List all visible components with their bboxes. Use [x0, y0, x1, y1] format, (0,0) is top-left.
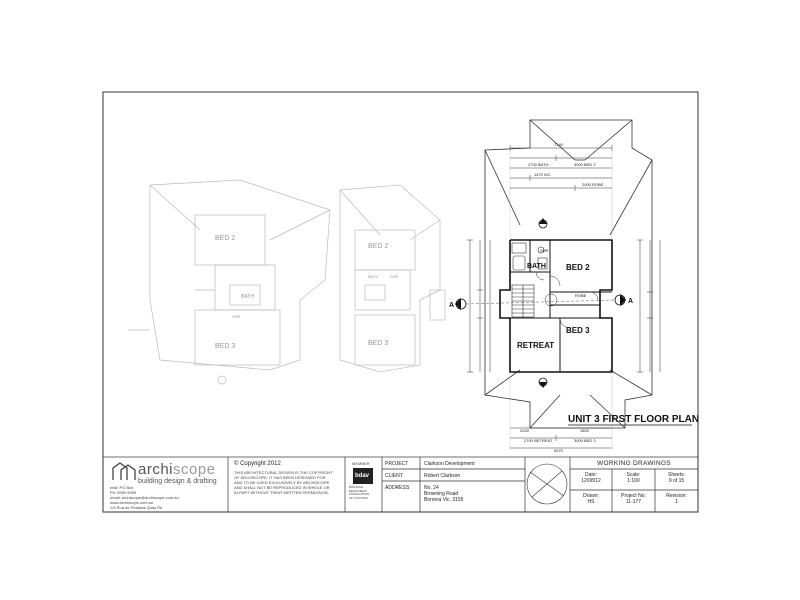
room-label-bed3: BED 3: [566, 326, 590, 335]
project-label: PROJECT: [385, 461, 409, 467]
dim-bottom-overall: 5970: [554, 448, 564, 453]
accreditation-line: ASSOCIATION: [349, 492, 370, 496]
sheets-value: 9 of 15: [668, 478, 685, 484]
drawn-cell: Drawn: HS: [570, 493, 612, 505]
ghost-room-label: SHR: [390, 274, 399, 279]
ghost-room-label: BATH: [368, 274, 378, 279]
company-contact-line: Ph: 9999 9999: [110, 490, 137, 495]
title-block-frame: [102, 456, 699, 513]
dim-bed3-width: 3000 BED 3: [574, 438, 596, 443]
client-value: Robert Clarkson: [424, 473, 461, 479]
company-contact-line: www.archiscope.com.au: [110, 500, 154, 505]
sheets-cell: Sheets: 9 of 15: [655, 472, 698, 484]
address-value: No. 24 Browning Road Boronia Vic. 3155: [424, 485, 463, 503]
room-label-retreat: RETREAT: [517, 341, 554, 350]
company-name-part-b: scope: [173, 461, 216, 478]
sheets-label: Sheets:: [668, 472, 685, 478]
section-marker-right: [614, 294, 626, 306]
dim-bath-width: 2700 BATH: [528, 162, 548, 167]
copyright-line: AND SHALL NOT BE REPRODUCED IN WHOLE OR: [234, 485, 330, 490]
drawn-value: HS: [587, 499, 595, 505]
company-tagline: building design & drafting: [138, 478, 217, 485]
ghost-room-label: BED 3: [215, 343, 235, 350]
stair: [511, 284, 535, 318]
floor-walls: [499, 239, 613, 373]
ghost-plan-left: [128, 179, 331, 385]
date-value: 12/08/12: [581, 478, 601, 484]
company-name-part-a: archi: [138, 461, 174, 478]
copyright-body: THIS ARCHITECTURAL DESIGN IS THE COPYRIG…: [234, 470, 333, 495]
section-label-right: A: [628, 298, 633, 305]
archiscope-logo-icon: [112, 462, 136, 480]
roof-outline: [484, 119, 653, 429]
address-line: No. 24: [424, 485, 439, 491]
address-line: Boronia Vic. 3155: [424, 497, 464, 503]
company-contact: mail: PO Box Ph: 9999 9999 email: archis…: [110, 485, 179, 510]
interior-walls: [510, 240, 612, 372]
project-value: Clarkson Development: [424, 461, 475, 467]
date-cell: Date: 12/08/12: [570, 472, 612, 484]
scale-value: 1:100: [627, 478, 640, 484]
project-no-cell: Project No: 11-177: [612, 493, 655, 505]
room-label-shr: SHR: [540, 248, 549, 253]
dim-wc-width: 1470 WC: [534, 172, 551, 177]
accreditation-line: BUILDING: [349, 485, 364, 489]
dimension-lines: [467, 145, 661, 450]
copyright-line: AND TO BE USED EXCLUSIVELY BY ARCHISCOPE: [234, 480, 330, 485]
revision-value: 1: [675, 499, 678, 505]
sheet-border: [102, 91, 699, 513]
address-line: Browning Road: [424, 491, 459, 497]
dim-bed2-width: 3000 BED 2: [574, 162, 596, 167]
client-label: CLIENT: [385, 473, 403, 479]
ghost-room-label: SHR: [232, 314, 241, 319]
drawing-type: WORKING DRAWINGS: [597, 460, 671, 467]
room-label-robe: ROBE: [575, 293, 587, 298]
dim-overall-top: 7140: [554, 142, 564, 147]
project-no-value: 11-177: [625, 499, 642, 505]
company-name: archiscope: [138, 461, 216, 478]
room-label-bath: BATH: [527, 263, 546, 270]
bdav-logo-icon: [353, 468, 373, 484]
drawn-label: Drawn:: [583, 493, 599, 499]
room-label-bed2: BED 2: [566, 263, 590, 272]
section-marker-left: [455, 298, 467, 310]
dim-bottom-b: 1800: [580, 428, 590, 433]
copyright-line: THIS ARCHITECTURAL DESIGN IS THE COPYRIG…: [234, 470, 333, 475]
revision-cell: Revision: 1: [655, 493, 698, 505]
accreditation-logo-text: bdav: [355, 473, 370, 479]
accreditation-line: DESIGNERS: [349, 488, 367, 493]
company-contact-line: mail: PO Box: [110, 485, 134, 490]
accreditation-lines: BUILDING DESIGNERS ASSOCIATION OF VICTOR…: [349, 485, 370, 500]
north-point-icon: [526, 463, 568, 505]
dim-retreat-width: 2700 RETREAT: [524, 438, 553, 443]
section-label-left: A: [449, 302, 454, 309]
scale-label: Scale:: [626, 472, 641, 478]
elevation-marker-bottom: [538, 377, 548, 388]
accreditation-member: MEMBER: [352, 461, 370, 466]
copyright-heading: © Copyright 2012: [234, 461, 281, 467]
revision-label: Revision:: [666, 493, 687, 499]
ghost-room-label: BED 2: [368, 243, 388, 250]
company-contact-line: email: archiscope@archiscope.com.au: [110, 495, 179, 500]
scale-cell: Scale: 1:100: [612, 472, 655, 484]
dim-bottom-a: 2200: [520, 428, 530, 433]
date-label: Date:: [585, 472, 597, 478]
ghost-room-label: BED 2: [215, 235, 235, 242]
bath-fixtures: [511, 242, 548, 271]
ghost-room-label: BED 3: [368, 340, 388, 347]
ghost-room-label: BATH: [241, 294, 254, 300]
elevation-marker-top: [538, 218, 548, 229]
dim-robe-width: 2000 ROBE: [582, 182, 604, 187]
ghost-plan-middle: [339, 184, 446, 373]
project-no-label: Project No:: [621, 493, 646, 499]
address-label: ADDRESS: [385, 485, 410, 491]
company-contact-line: 1/3 Rua de Pestana Quay Rd: [110, 505, 163, 510]
copyright-line: OF ARCHISCOPE. IT HAS BEEN DESIGNED FOR: [234, 475, 326, 480]
plan-title: UNIT 3 FIRST FLOOR PLAN: [568, 414, 699, 425]
accreditation-line: OF VICTORIA: [349, 495, 369, 500]
door-swings: [535, 271, 599, 329]
copyright-line: IN PART WITHOUT THEIR WRITTEN PERMISSION…: [234, 490, 329, 495]
section-line: [465, 299, 616, 305]
